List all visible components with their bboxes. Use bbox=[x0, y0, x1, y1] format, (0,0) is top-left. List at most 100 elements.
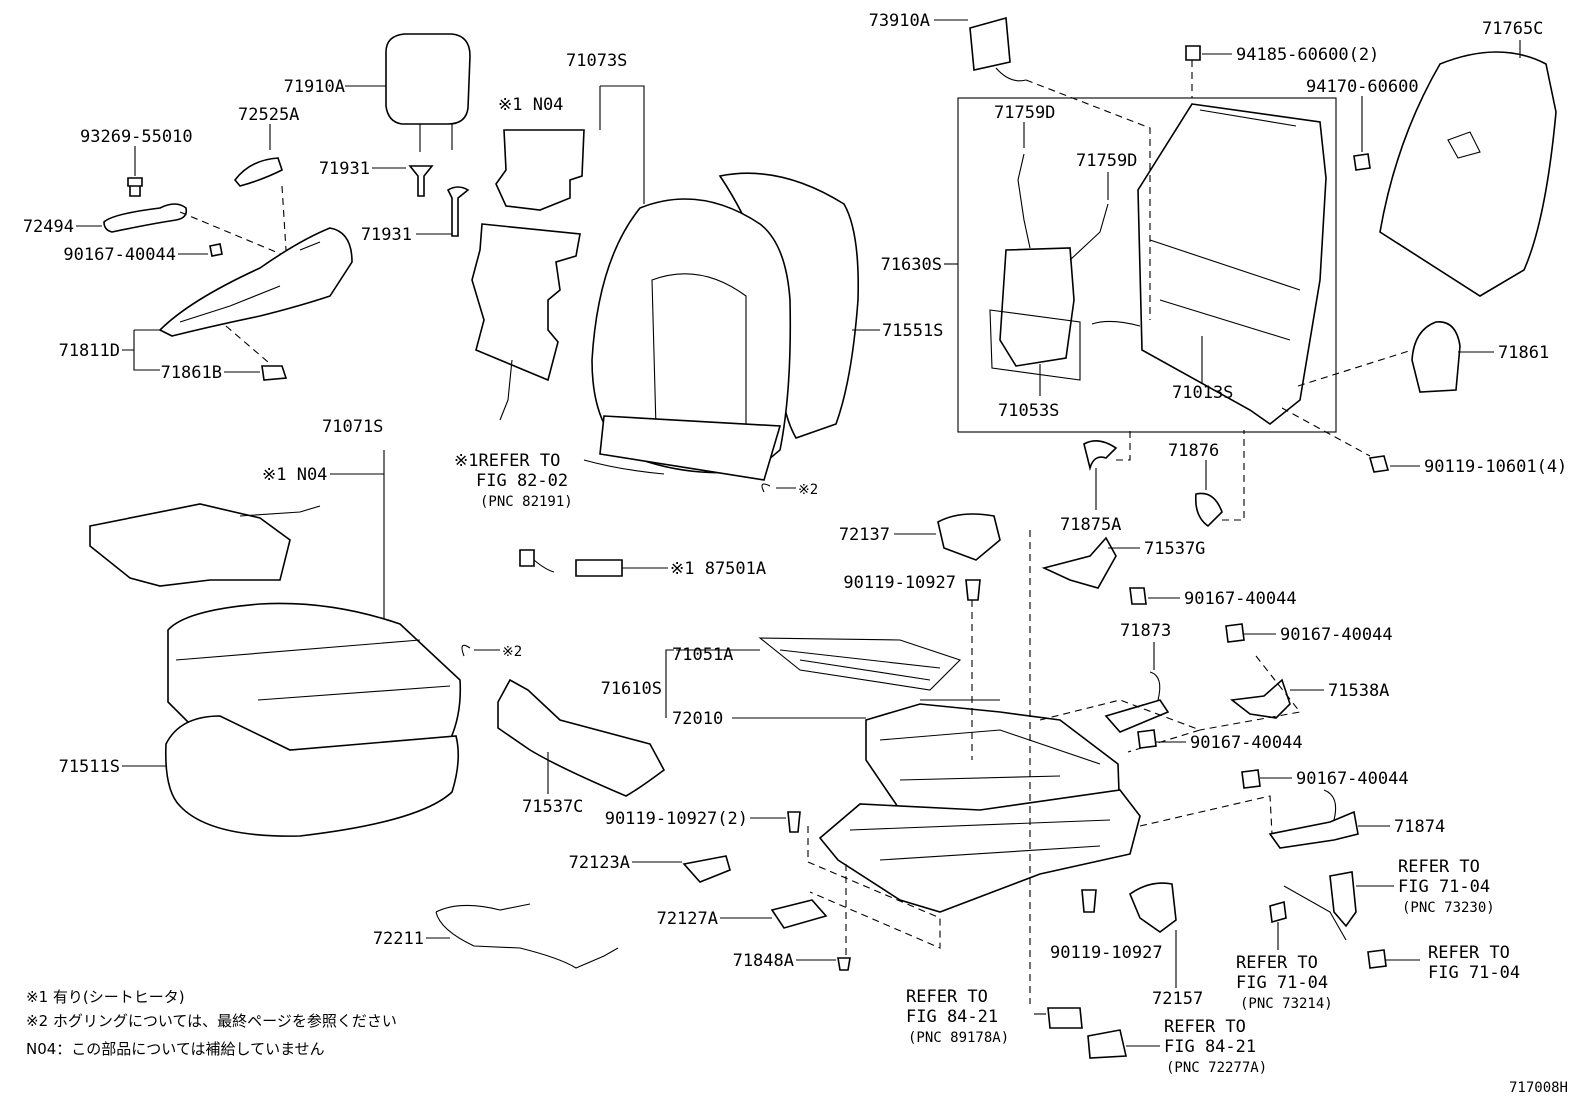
svg-text:(PNC 89178A): (PNC 89178A) bbox=[908, 1030, 1009, 1046]
label-71931-a[interactable]: 71931 bbox=[319, 159, 370, 179]
label-71873[interactable]: 71873 bbox=[1120, 621, 1171, 641]
label-90119-10601[interactable]: 90119-10601(4) bbox=[1424, 457, 1567, 477]
svg-text:FIG 71-04: FIG 71-04 bbox=[1236, 973, 1328, 993]
label-90167-40044-c[interactable]: 90167-40044 bbox=[1280, 625, 1393, 645]
label-71874[interactable]: 71874 bbox=[1394, 817, 1445, 837]
label-71538A[interactable]: 71538A bbox=[1328, 681, 1389, 701]
back-heater-71073S bbox=[471, 129, 585, 421]
label-90119-10927-b[interactable]: 90119-10927 bbox=[1050, 943, 1163, 963]
label-71765C[interactable]: 71765C bbox=[1482, 19, 1543, 39]
cushion-heater-71071S bbox=[89, 503, 321, 587]
label-71073S-n04[interactable]: ※1 N04 bbox=[498, 95, 563, 115]
label-71811D[interactable]: 71811D bbox=[59, 341, 120, 361]
label-72010[interactable]: 72010 bbox=[672, 709, 723, 729]
plug-72277A bbox=[1087, 1029, 1127, 1059]
bolt-71848A bbox=[837, 957, 851, 971]
refer-fig-82-02[interactable]: ※1REFER TO FIG 82-02 (PNC 82191) bbox=[454, 451, 573, 510]
label-71053S[interactable]: 71053S bbox=[998, 401, 1059, 421]
nut-94185 bbox=[1185, 45, 1201, 61]
label-90167-40044-e[interactable]: 90167-40044 bbox=[1296, 769, 1409, 789]
refer-fig-71-04[interactable]: REFER TO FIG 71-04 bbox=[1428, 943, 1520, 983]
label-71848A[interactable]: 71848A bbox=[733, 951, 794, 971]
label-71073S[interactable]: 71073S bbox=[566, 51, 627, 71]
board-71537C bbox=[497, 678, 666, 797]
cover-72157 bbox=[1129, 882, 1177, 933]
label-72123A[interactable]: 72123A bbox=[569, 853, 630, 873]
spring-71051A bbox=[758, 637, 962, 691]
part-labels: 71910A 72525A 93269-55010 71931 71931 72… bbox=[23, 11, 1568, 1096]
label-87501A[interactable]: ※1 87501A bbox=[670, 559, 766, 579]
label-hog-ring-a[interactable]: ※2 bbox=[798, 482, 818, 498]
label-73910A[interactable]: 73910A bbox=[869, 11, 930, 31]
label-71013S[interactable]: 71013S bbox=[1172, 383, 1233, 403]
label-71759D-a[interactable]: 71759D bbox=[994, 103, 1055, 123]
svg-text:FIG 82-02: FIG 82-02 bbox=[476, 471, 568, 491]
label-90167-40044-d[interactable]: 90167-40044 bbox=[1190, 733, 1303, 753]
footnote-2: ※2 ホグリングについては、最終ページを参照ください bbox=[26, 1012, 397, 1030]
cover-71537G bbox=[1041, 536, 1117, 589]
label-72211[interactable]: 72211 bbox=[373, 929, 424, 949]
label-72525A[interactable]: 72525A bbox=[238, 105, 299, 125]
label-71861B[interactable]: 71861B bbox=[161, 363, 222, 383]
bracket-71873 bbox=[1104, 671, 1170, 733]
svg-text:(PNC 73230): (PNC 73230) bbox=[1402, 900, 1495, 916]
seat-track bbox=[818, 789, 1141, 913]
bolt-90119-10601 bbox=[1368, 455, 1390, 473]
label-71876[interactable]: 71876 bbox=[1168, 441, 1219, 461]
label-90119-10927-a[interactable]: 90119-10927 bbox=[843, 573, 956, 593]
svg-text:※1REFER TO: ※1REFER TO bbox=[454, 451, 560, 471]
lever-72494 bbox=[103, 203, 188, 233]
refer-fig-71-04-73230[interactable]: REFER TO FIG 71-04 (PNC 73230) bbox=[1398, 857, 1495, 916]
label-71511S[interactable]: 71511S bbox=[59, 757, 120, 777]
label-hog-ring-b[interactable]: ※2 bbox=[502, 644, 522, 660]
label-71875A[interactable]: 71875A bbox=[1060, 515, 1121, 535]
clip-71931 bbox=[408, 165, 470, 237]
label-71071S-n04[interactable]: ※1 N04 bbox=[262, 465, 327, 485]
refer-fig-71-04-73214[interactable]: REFER TO FIG 71-04 (PNC 73214) bbox=[1236, 953, 1333, 1012]
label-72137[interactable]: 72137 bbox=[839, 525, 890, 545]
bracket-71874 bbox=[1268, 789, 1359, 849]
label-71630S[interactable]: 71630S bbox=[881, 255, 942, 275]
recliner-cover bbox=[233, 157, 283, 187]
connector-87501A bbox=[575, 559, 623, 577]
shield-71811D bbox=[158, 227, 353, 337]
cover-71875A bbox=[1083, 440, 1118, 472]
refer-fig-84-21-72277A[interactable]: REFER TO FIG 84-21 (PNC 72277A) bbox=[1164, 1017, 1267, 1076]
label-71071S[interactable]: 71071S bbox=[322, 417, 383, 437]
label-71551S[interactable]: 71551S bbox=[882, 321, 943, 341]
svg-text:REFER TO: REFER TO bbox=[1164, 1017, 1246, 1037]
label-94170-60600[interactable]: 94170-60600 bbox=[1306, 77, 1419, 97]
label-71931-b[interactable]: 71931 bbox=[361, 225, 412, 245]
label-71759D-b[interactable]: 71759D bbox=[1076, 151, 1137, 171]
bolt-90119-10927-b bbox=[1081, 889, 1097, 913]
bolt-7104 bbox=[1367, 949, 1387, 969]
label-71861[interactable]: 71861 bbox=[1498, 343, 1549, 363]
refer-fig-84-21-89178A[interactable]: REFER TO FIG 84-21 (PNC 89178A) bbox=[906, 987, 1009, 1046]
bolt-71861B bbox=[261, 365, 288, 381]
label-71610S[interactable]: 71610S bbox=[601, 679, 662, 699]
label-90119-10927-2[interactable]: 90119-10927(2) bbox=[605, 809, 748, 829]
svg-text:(PNC 72277A): (PNC 72277A) bbox=[1166, 1060, 1267, 1076]
label-93269-55010[interactable]: 93269-55010 bbox=[80, 127, 193, 147]
svg-text:FIG 84-21: FIG 84-21 bbox=[1164, 1037, 1256, 1057]
label-71537C[interactable]: 71537C bbox=[522, 797, 583, 817]
label-71910A[interactable]: 71910A bbox=[284, 77, 345, 97]
bracket-71538A bbox=[1229, 678, 1291, 719]
footnote-1: ※1 有り(シートヒータ) bbox=[26, 988, 185, 1006]
cover-72127A bbox=[770, 899, 828, 929]
label-72494[interactable]: 72494 bbox=[23, 217, 74, 237]
label-94185-60600[interactable]: 94185-60600(2) bbox=[1236, 45, 1379, 65]
anchor-73214 bbox=[1269, 900, 1287, 924]
svg-text:(PNC 82191): (PNC 82191) bbox=[480, 494, 573, 510]
label-90167-40044-a[interactable]: 90167-40044 bbox=[63, 245, 176, 265]
svg-text:REFER TO: REFER TO bbox=[1236, 953, 1318, 973]
label-72157[interactable]: 72157 bbox=[1152, 989, 1203, 1009]
label-71537G[interactable]: 71537G bbox=[1144, 539, 1205, 559]
svg-text:REFER TO: REFER TO bbox=[906, 987, 988, 1007]
plug-89178A bbox=[1047, 1007, 1083, 1029]
label-71051A[interactable]: 71051A bbox=[672, 645, 733, 665]
label-72127A[interactable]: 72127A bbox=[657, 909, 718, 929]
label-90167-40044-b[interactable]: 90167-40044 bbox=[1184, 589, 1297, 609]
svg-text:FIG 71-04: FIG 71-04 bbox=[1398, 877, 1490, 897]
